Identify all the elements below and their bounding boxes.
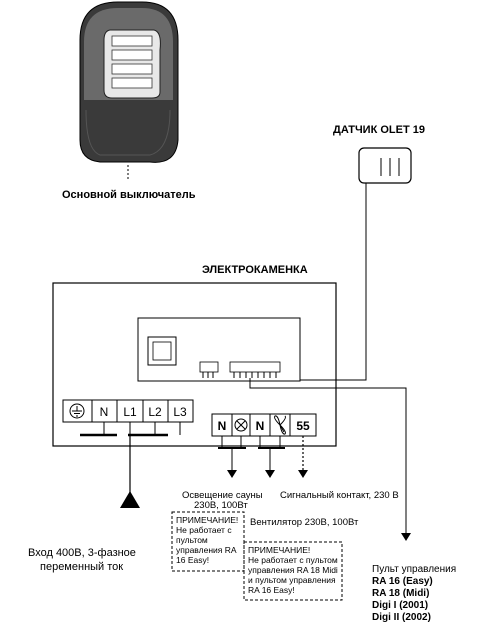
sensor-wire <box>299 183 367 381</box>
note2-line3: управления RA 18 Midi <box>248 565 338 575</box>
sensor-label: ДАТЧИК OLET 19 <box>333 124 425 136</box>
aux-terminal-n1: N <box>218 419 227 433</box>
fan-arrow <box>265 470 275 478</box>
lighting-arrow <box>227 470 237 478</box>
input-label-line2: переменный ток <box>40 561 123 573</box>
heater-label: ЭЛЕКТРОКАМЕНКА <box>202 264 308 276</box>
control-panel-model-3: Digi I (2001) <box>372 600 428 611</box>
note2-line5: RA 16 Easy! <box>248 585 295 595</box>
lighting-label-line1: Освещение сауны <box>182 490 263 501</box>
control-panel-title: Пульт управления <box>372 564 456 575</box>
signal-arrow <box>298 470 308 478</box>
control-panel-model-2: RA 18 (Midi) <box>372 588 429 599</box>
note2-line2: Не работает с пультом <box>248 555 338 565</box>
control-panel-wire <box>249 378 407 533</box>
sensor-olet19 <box>358 147 412 184</box>
aux-terminal-n2: N <box>256 419 265 433</box>
lighting-label-line2: 230В, 100Вт <box>194 500 248 511</box>
lamp-icon <box>234 418 248 432</box>
control-panel-arrow <box>401 533 411 541</box>
signal-contact-label: Сигнальный контакт, 230 В <box>280 490 399 501</box>
main-switch-illustration <box>79 1 179 163</box>
fan-label: Вентилятор 230В, 100Вт <box>250 517 359 528</box>
aux-terminal-signal: 55 <box>296 419 310 433</box>
terminal-n: N <box>100 405 109 419</box>
note1-line2: Не работает с <box>176 525 232 535</box>
board-connector-pins <box>202 372 277 378</box>
terminal-l3: L3 <box>173 405 187 419</box>
input-arrow <box>120 491 140 508</box>
control-panel-model-1: RA 16 (Easy) <box>372 576 433 587</box>
terminal-l1: L1 <box>123 405 137 419</box>
note2-box <box>243 541 343 601</box>
note2-line4: и пультом управления <box>248 575 336 585</box>
note1-line1: ПРИМЕЧАНИЕ! <box>176 515 238 525</box>
control-board <box>137 317 301 382</box>
note1-line5: 16 Easy! <box>176 555 209 565</box>
note1-line4: управления RA <box>176 545 237 555</box>
ground-icon <box>69 403 85 419</box>
main-switch-label: Основной выключатель <box>62 189 196 201</box>
fan-icon <box>274 415 286 435</box>
note1-line3: пультом <box>176 535 208 545</box>
note2-line1: ПРИМЕЧАНИЕ! <box>248 545 310 555</box>
control-panel-model-4: Digi II (2002) <box>372 612 431 623</box>
terminal-l2: L2 <box>148 405 162 419</box>
input-label-line1: Вход 400В, 3-фазное <box>28 547 136 559</box>
power-terminal-block <box>62 399 194 423</box>
